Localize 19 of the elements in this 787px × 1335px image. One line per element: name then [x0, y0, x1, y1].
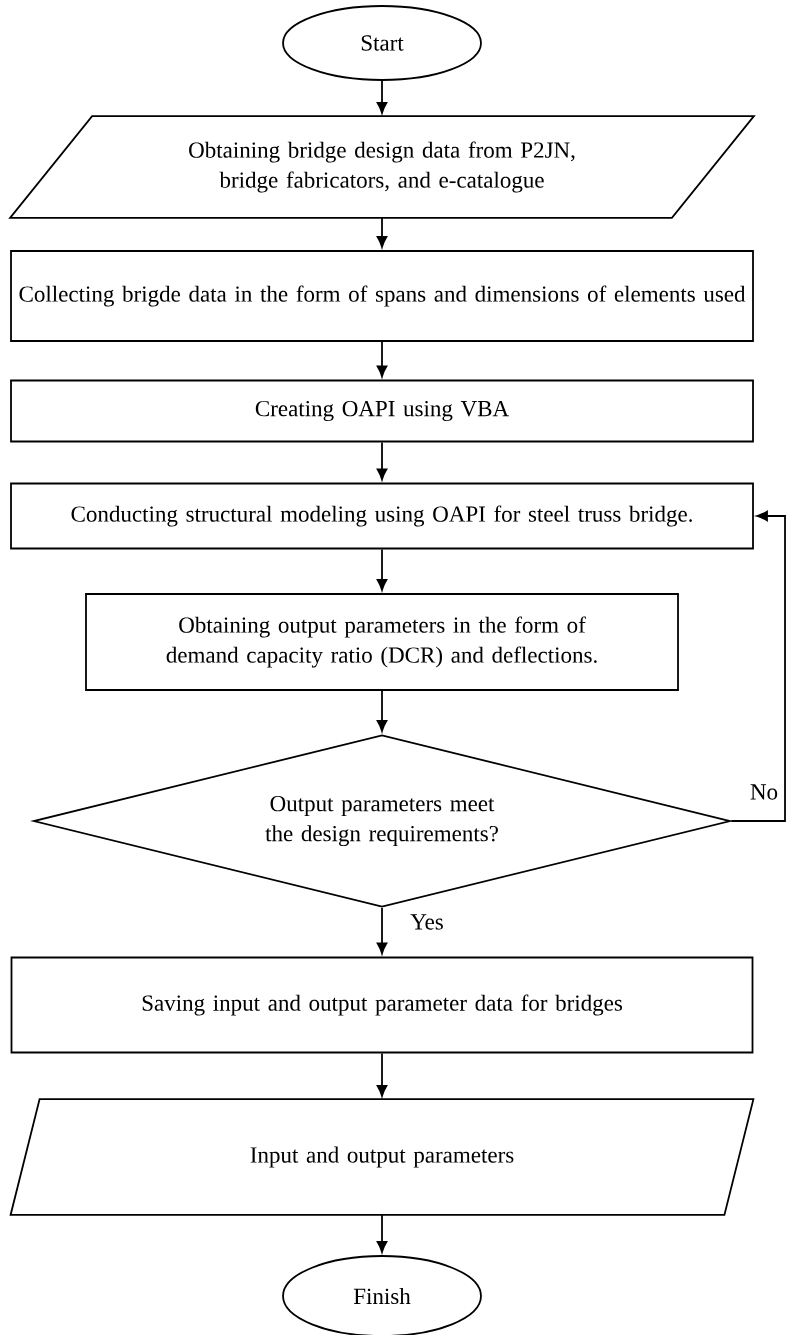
process-box: Obtaining output parameters in the form of demand capacity ratio (DCR) and deflections.	[85, 593, 679, 691]
edge-label: No	[748, 783, 780, 801]
data-parallelogram: Input and output parameters	[9, 1098, 755, 1216]
arrow	[376, 441, 388, 481]
arrow	[376, 1214, 388, 1253]
process-box: Collecting brigde data in the form of spans and dimensions of elements used	[10, 250, 754, 342]
arrow	[730, 510, 786, 822]
arrow	[376, 690, 388, 732]
terminal-oval: Start	[282, 5, 482, 81]
arrow	[376, 1052, 388, 1097]
arrow	[376, 907, 388, 955]
process-box: Saving input and output parameter data for bridges	[10, 956, 754, 1054]
arrow	[376, 548, 388, 591]
process-box: Conducting structural modeling using OAPI for steel truss bridge.	[10, 482, 754, 550]
arrow	[376, 341, 388, 378]
process-box: Creating OAPI using VBA	[10, 379, 754, 443]
edge-label: Yes	[409, 913, 445, 931]
arrow	[376, 217, 388, 248]
arrow	[376, 80, 388, 114]
